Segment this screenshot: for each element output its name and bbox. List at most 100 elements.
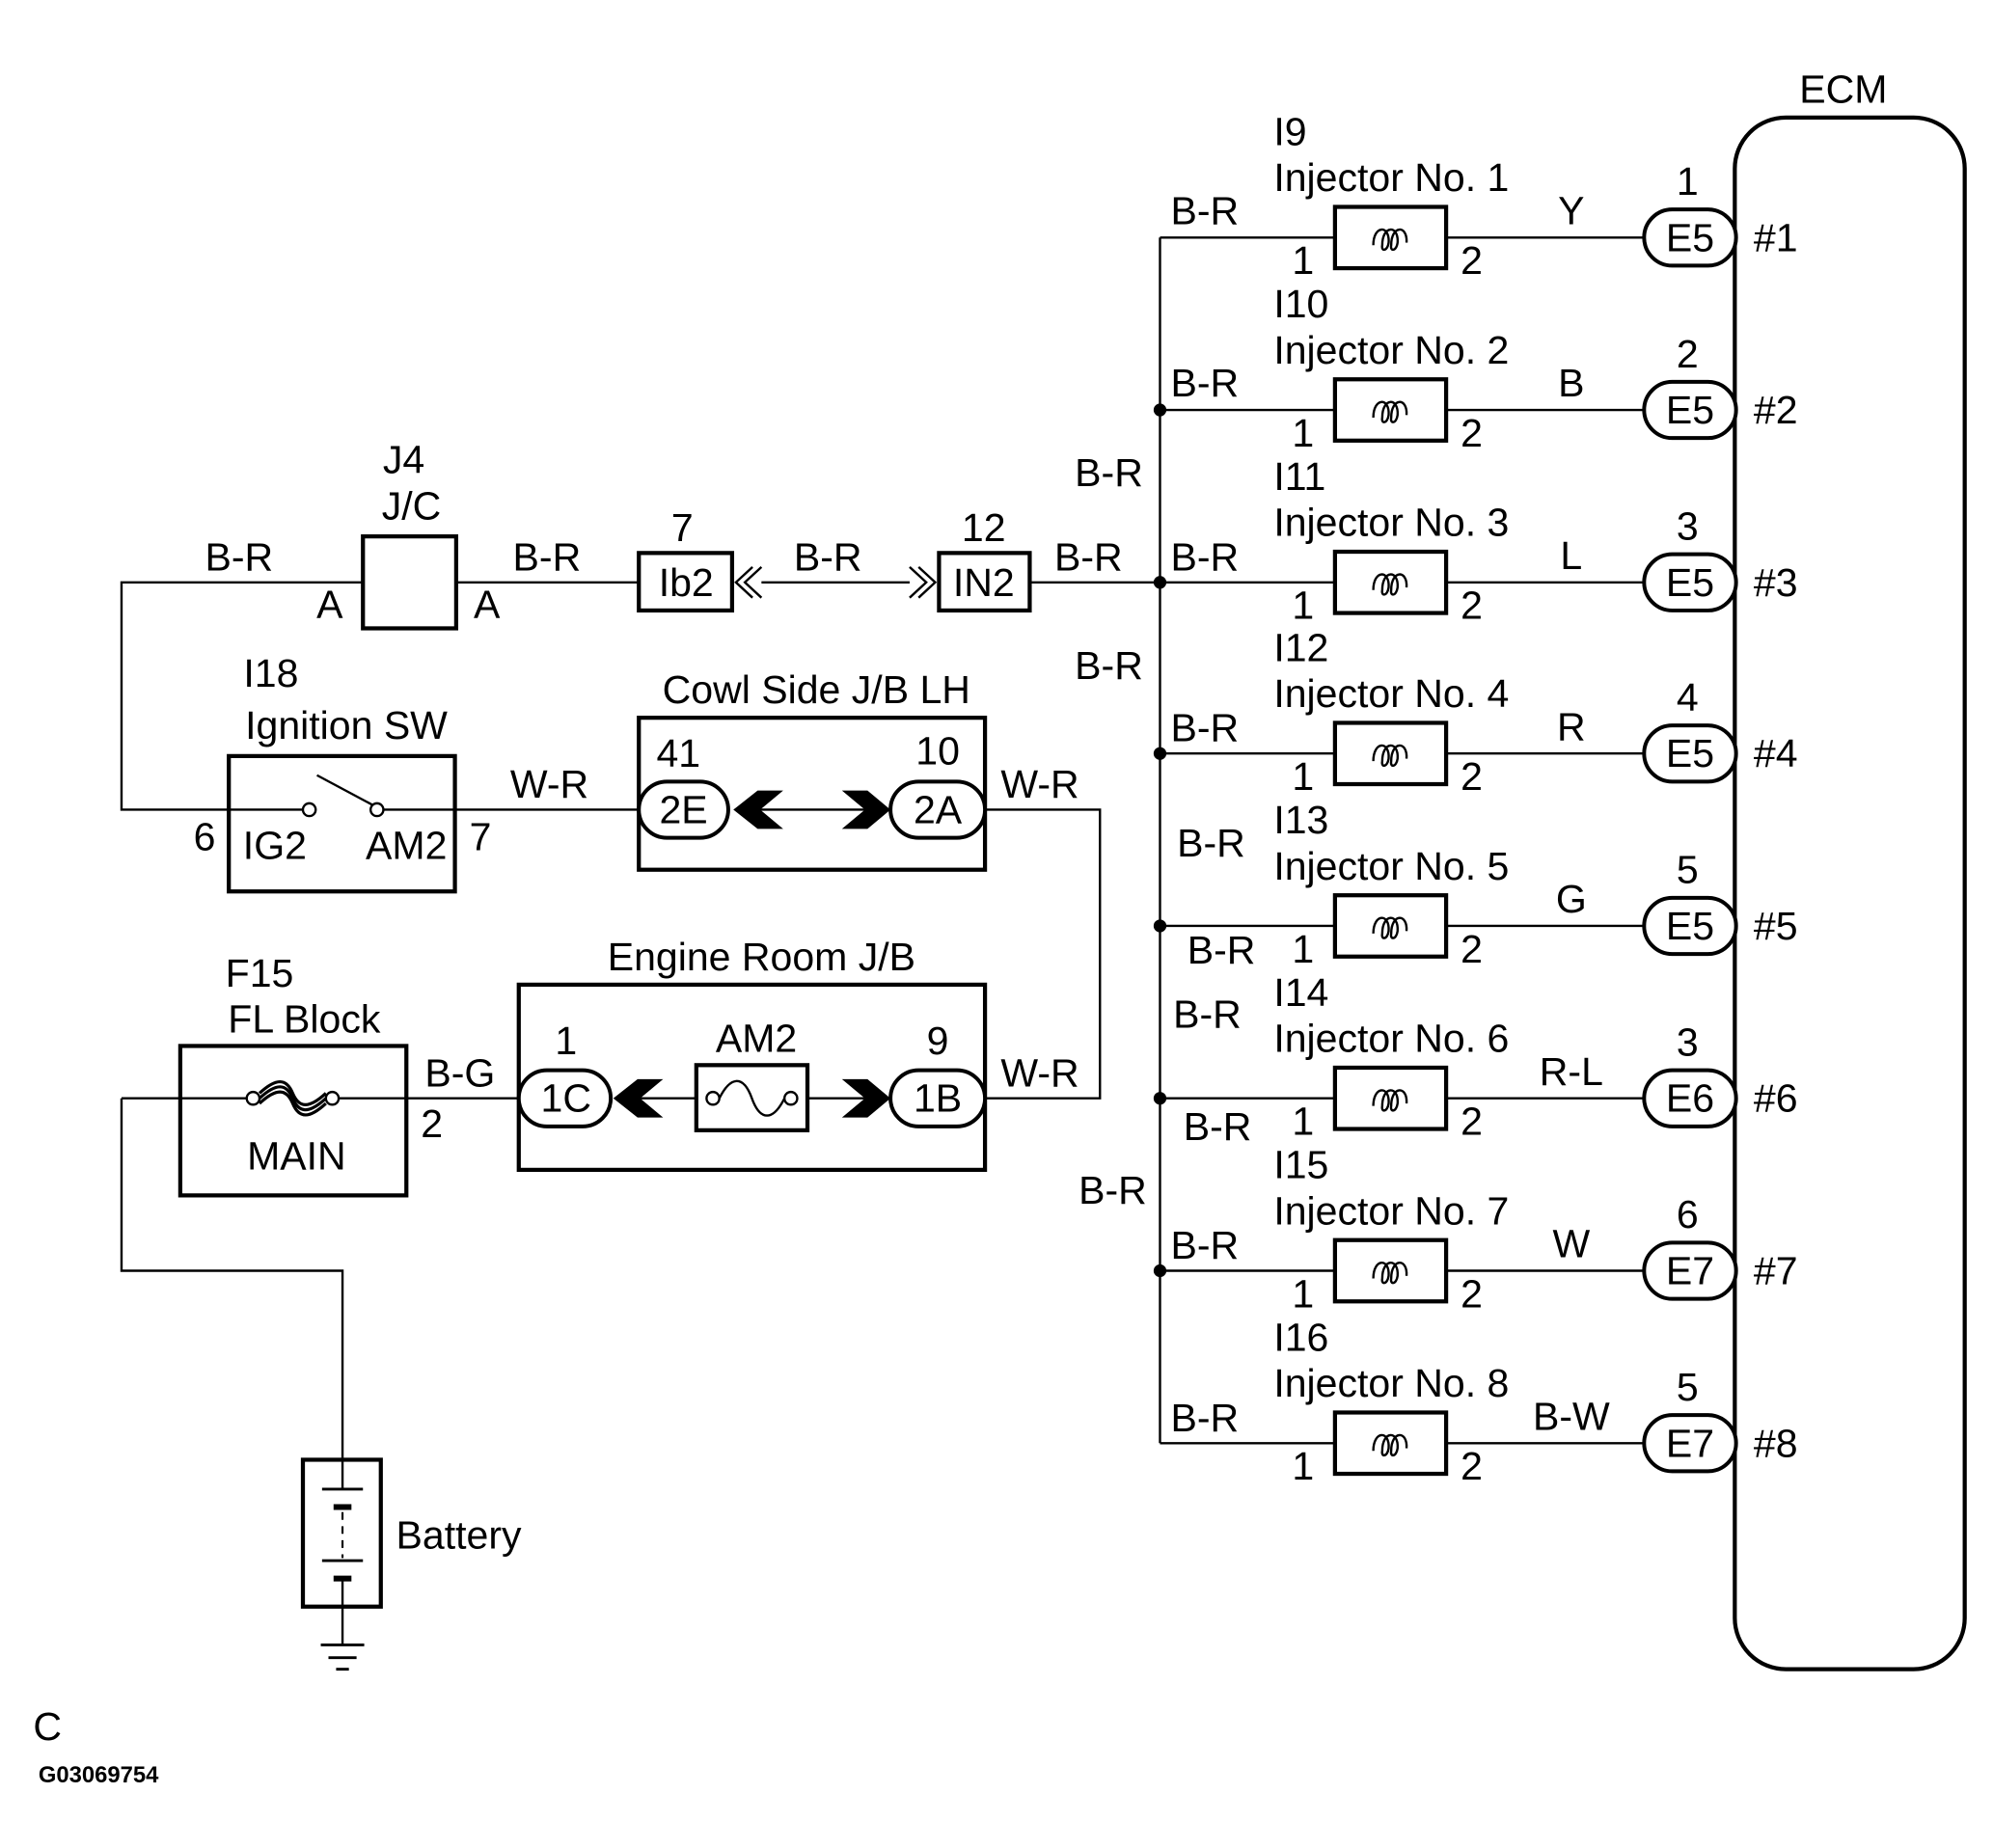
junction-connector-name: J/C (382, 483, 442, 528)
ecm-connector-pin: 3 (1677, 504, 1699, 549)
ecm-connector-label: E5 (1666, 560, 1714, 605)
wire-color-label: B-R (513, 534, 582, 579)
wire-color-label: L (1560, 533, 1582, 578)
injector-pin-out: 2 (1461, 411, 1483, 455)
ignition-switch-name: Ignition SW (245, 703, 448, 747)
ground-icon (320, 1606, 365, 1671)
ecm-connector (1642, 723, 1738, 784)
injector-coil-icon (1372, 573, 1408, 596)
connector-in2-box (937, 551, 1032, 613)
connector-mate-left-icon (743, 566, 763, 599)
injector-connector-id: I14 (1273, 970, 1328, 1015)
ecm-terminal-label: #2 (1754, 388, 1798, 432)
fusible-link-icon (258, 1090, 327, 1117)
injector-name: Injector No. 2 (1273, 328, 1509, 372)
injector-pin-in: 1 (1292, 1100, 1314, 1144)
injector-pin-in: 1 (1292, 584, 1314, 628)
injector-box (1332, 204, 1449, 271)
fusible-link-block: F15 FL Block MAIN 2 (177, 951, 443, 1198)
fuse-label: AM2 (716, 1017, 797, 1061)
connector-ib2-box (637, 551, 735, 613)
fusible-link-icon (258, 1085, 327, 1112)
ecm-connector-pin: 4 (1677, 675, 1699, 720)
ignition-pin-in: 6 (194, 814, 216, 858)
ecm-connector-pin: 1 (1677, 159, 1699, 204)
ecm-connector-label: E7 (1666, 1248, 1714, 1292)
wire-color-label: B (1558, 361, 1584, 405)
bus-wire-color-label: B-R (1075, 643, 1143, 688)
fusible-link-icon (258, 1079, 327, 1106)
wire-color-label: B-R (205, 534, 273, 579)
bus-wire-color-label: B-R (1170, 361, 1239, 405)
injector-name: Injector No. 3 (1273, 501, 1509, 545)
connector-arrow-right-icon (841, 1078, 891, 1118)
fuse-icon (718, 1079, 786, 1117)
connector-ib2-id: Ib2 (659, 560, 714, 605)
figure-code: G03069754 (39, 1762, 159, 1788)
ecm-connector-pin: 3 (1677, 1019, 1699, 1064)
injector-pin-out: 2 (1461, 238, 1483, 283)
ecm-connector-8: E75#8 (1642, 1365, 1798, 1474)
injector-coil-icon (1372, 1433, 1408, 1457)
engine-room-jb-connector-out-label: 1B (914, 1076, 962, 1121)
switch-blade-icon (316, 774, 373, 806)
injector-pin-in: 1 (1292, 238, 1314, 283)
wire-color-label: W-R (510, 762, 588, 806)
power-supply-wiring (120, 581, 1160, 1460)
bus-wire-color-label: B-R (1170, 706, 1239, 750)
ecm-terminal-label: #1 (1754, 215, 1798, 259)
ecm-connector (1642, 207, 1738, 268)
injector-pin-out: 2 (1461, 584, 1483, 628)
injector-pin-in: 1 (1292, 927, 1314, 971)
junction-connector-id: J4 (383, 438, 424, 482)
injector-coil-icon (1372, 400, 1408, 423)
engine-room-jb-name: Engine Room J/B (608, 935, 915, 979)
injector-box (1332, 549, 1449, 615)
bus-wire-color-label: B-R (1170, 188, 1239, 232)
injector-pin-in: 1 (1292, 754, 1314, 799)
engine-room-jb-pin-out: 9 (927, 1019, 949, 1063)
injector-pin-out: 2 (1461, 927, 1483, 971)
fuse-box (694, 1063, 810, 1132)
ecm-box (1733, 115, 1967, 1671)
switch-contact-icon (369, 802, 385, 818)
ecm-connector-pin: 5 (1677, 1365, 1699, 1409)
wire-battery-to-fl-block (120, 1098, 344, 1460)
cowl-side-junction-block: Cowl Side J/B LH 41 10 2E 2A W-R (637, 667, 1079, 872)
junction-connector-j4: J4 J/C B-R A A B-R (205, 438, 582, 631)
ecm-terminal-label: #4 (1754, 731, 1798, 775)
injector-coil-icon (1372, 1262, 1408, 1285)
wire-color-label: Y (1558, 188, 1584, 232)
fuse-terminal-icon (783, 1090, 799, 1106)
bus-wire-color-label: B-R (1078, 1168, 1147, 1212)
bus-wire-color-label: B-R (1184, 1104, 1252, 1149)
injector-pin-out: 2 (1461, 1444, 1483, 1488)
bus-wire-color-label: B-R (1075, 450, 1143, 495)
junction-pin-out: A (474, 582, 501, 626)
cowl-jb-box (637, 716, 988, 872)
ignition-terminal-in: IG2 (243, 824, 307, 868)
ecm-connector-1: E51#1 (1642, 159, 1798, 268)
connector-arrow-left-icon (733, 790, 783, 829)
injector-connector-id: I9 (1273, 109, 1306, 153)
fusible-link-terminal-icon (324, 1090, 341, 1106)
ecm-connector-label: E6 (1666, 1076, 1714, 1121)
injector-name: Injector No. 7 (1273, 1188, 1509, 1233)
injector-pin-in: 1 (1292, 411, 1314, 455)
wire-color-label: B-R (794, 534, 862, 579)
ecm-connector (1642, 552, 1738, 612)
injector-connector-id: I11 (1273, 454, 1325, 499)
injector-connector-id: I16 (1273, 1315, 1328, 1359)
bus-wire-color-label: B-R (1188, 928, 1256, 972)
injector-coil-icon (1372, 916, 1408, 939)
ecm: ECM (1733, 68, 1967, 1671)
bus-wire-color-label: B-R (1170, 1223, 1239, 1267)
switch-contact-icon (301, 802, 317, 818)
